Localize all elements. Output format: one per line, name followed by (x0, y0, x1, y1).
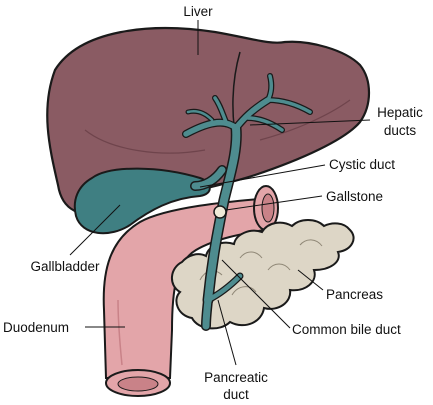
label-common-bile-duct: Common bile duct (292, 322, 401, 337)
leader-gallbladder (69, 204, 121, 256)
label-pancreas: Pancreas (326, 287, 383, 302)
leader-hepatic-ducts (249, 119, 371, 126)
label-pancreatic-duct-line1: Pancreatic (204, 370, 268, 385)
leader-lines (69, 20, 371, 366)
label-pancreatic-duct-line2: duct (223, 387, 249, 402)
leader-common-bile-duct (221, 259, 291, 329)
label-hepatic-ducts-line1: Hepatic (377, 105, 423, 120)
leader-gallstone (225, 195, 323, 211)
label-gallbladder: Gallbladder (30, 259, 100, 274)
label-gallstone: Gallstone (326, 189, 383, 204)
label-liver: Liver (183, 4, 213, 19)
labels: Liver Hepatic ducts Cystic duct Gallston… (3, 4, 423, 402)
label-duodenum: Duodenum (3, 320, 69, 335)
leader-pancreatic-duct (217, 299, 237, 366)
duodenum (102, 185, 279, 397)
leader-pancreas (297, 269, 324, 291)
label-hepatic-ducts-line2: ducts (384, 123, 417, 138)
biliary-ducts (182, 73, 313, 331)
label-cystic-duct: Cystic duct (329, 157, 395, 172)
gallstone (213, 205, 227, 219)
leader-cystic-duct (199, 164, 326, 188)
